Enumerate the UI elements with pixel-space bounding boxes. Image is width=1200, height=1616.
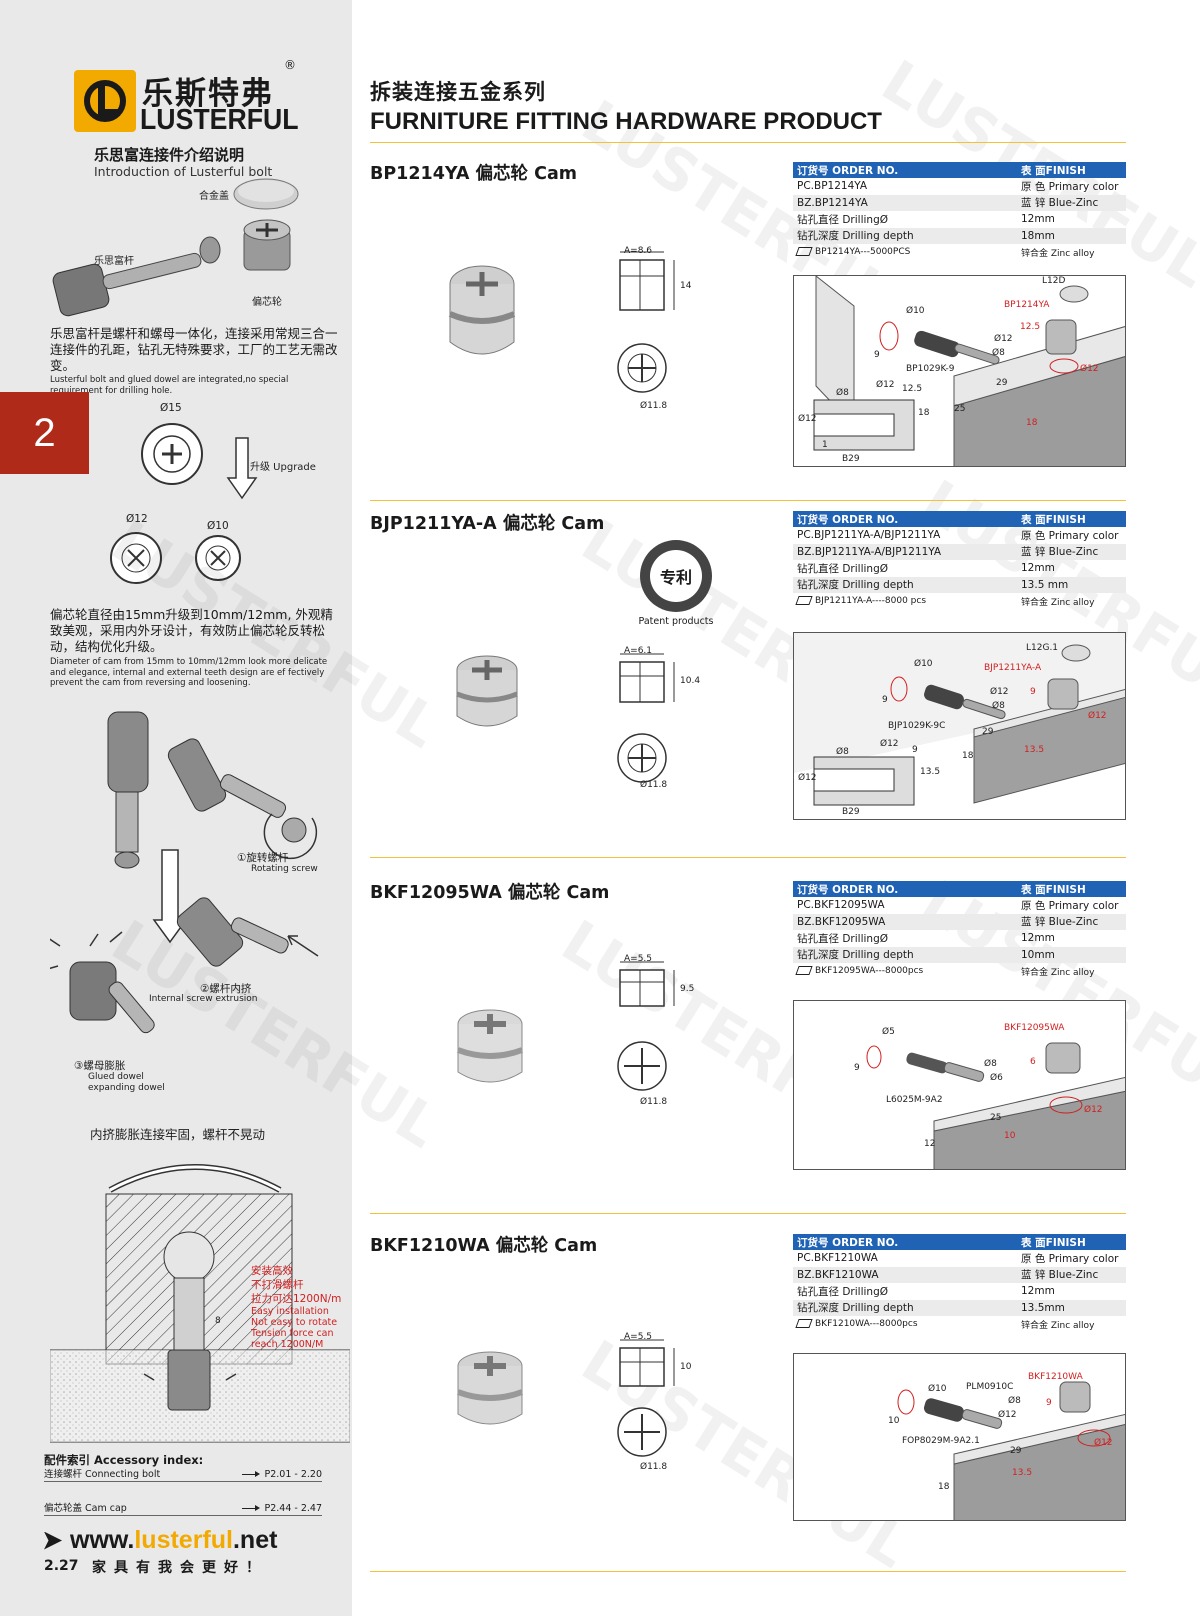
accessory-index-title: 配件索引 Accessory index: [44,1453,204,1467]
logo-icon [74,70,136,132]
patent-seal-icon: 专利 [640,540,712,612]
page-title-en: FURNITURE FITTING HARDWARE PRODUCT [370,108,882,135]
divider [370,1571,1126,1572]
step1-label-cn: ①旋转螺杆 [237,852,289,864]
website-link[interactable]: www.lusterful.net [44,1526,277,1555]
cam-dimension-drawing [617,653,675,783]
spec-table: 订货号 ORDER NO.表 面FINISH PC.BJP1211YA-A/BJ… [793,511,1126,610]
installation-diagram: L12G.1 BJP1211YA-A Ø10 9 Ø12 Ø8 BJP1029K… [793,632,1126,820]
brand-name-cn: 乐斯特弗 [142,76,274,112]
expansion-cross-section [50,1164,350,1443]
upgrade-label: 升级 Upgrade [250,462,316,473]
step3-label-en2: expanding dowel [88,1083,165,1093]
intro-paragraph-cn: 乐思富杆是螺杆和螺母一体化，连接采用常规三合一连接件的孔距，钻孔无特殊要求，工厂… [50,326,338,373]
slogan: 家具有我会更好！ [92,1560,268,1576]
dim-a: A=6.1 [624,646,653,656]
dim-8: 8 [215,1316,221,1326]
paper-plane-icon [44,1531,62,1550]
cam-photo [456,1009,524,1083]
product-title: BP1214YA 偏芯轮 Cam [370,164,577,184]
dim-a: A=5.5 [624,954,653,964]
dim-diameter: Ø11.8 [640,1462,668,1472]
sidebar: 乐斯特弗 LUSTERFUL ® 乐思富连接件介绍说明 Introduction… [0,0,352,1616]
divider [370,500,1126,501]
label-bolt: 乐思富杆 [94,256,134,267]
label-cam: 偏芯轮 [252,297,282,308]
accessory-item-connecting-bolt[interactable]: 连接螺杆 Connecting bolt P2.01 - 2.20 [44,1466,322,1482]
dim-height: 10 [680,1362,692,1372]
product-title: BKF12095WA 偏芯轮 Cam [370,883,610,903]
accessory-item-cam-cap[interactable]: 偏芯轮盖 Cam cap P2.44 - 2.47 [44,1500,322,1516]
intro-title-en: Introduction of Lusterful bolt [94,164,273,179]
dim-height: 14 [680,281,692,291]
cam-photo [448,265,516,355]
step3-label-en1: Glued dowel [88,1072,144,1082]
step3-label-cn: ③螺母膨胀 [74,1060,126,1072]
product-title: BJP1211YA-A 偏芯轮 Cam [370,514,605,534]
package-icon [795,596,813,606]
product-title: BKF1210WA 偏芯轮 Cam [370,1236,598,1256]
label-cap: 合金盖 [199,191,229,202]
dim-diameter: Ø11.8 [640,401,668,411]
intro-paragraph-en: Lusterful bolt and glued dowel are integ… [50,375,289,396]
installation-diagram: BKF12095WA Ø5 6 Ø6 Ø8 L6025M-9A2 9 Ø12 2… [793,1000,1126,1170]
arrow-right-icon [242,1471,261,1477]
installation-diagram: BKF1210WA PLM0910C Ø10 9 Ø12 Ø8 FOP8029M… [793,1353,1126,1521]
cam-photo [456,655,518,727]
bolt-assembly-illustration [52,178,299,317]
dim-height: 9.5 [680,984,695,994]
arrow-right-icon [242,1505,261,1511]
dim-dia15: Ø15 [160,402,182,414]
package-icon [795,247,813,257]
intro-title-cn: 乐思富连接件介绍说明 [94,146,245,164]
divider [370,857,1126,858]
cam-dimension-drawing [617,251,675,393]
package-icon [795,1319,813,1329]
registered-mark: ® [284,58,296,72]
dim-a: A=5.5 [624,1332,653,1342]
expansion-caption: 内挤膨胀连接牢固，螺杆不晃动 [90,1127,266,1142]
step2-label-en: Internal screw extrusion [149,994,258,1004]
cam-upgrade-diagram [110,423,258,584]
package-icon [795,966,813,976]
chapter-tab: 2 [0,392,89,474]
dim-diameter: Ø11.8 [640,1097,668,1107]
dim-diameter: Ø11.8 [640,780,668,790]
installation-steps-illustration [50,711,319,1034]
divider [370,142,1126,143]
brand-name-en: LUSTERFUL [140,104,299,136]
page-number: 2.27 [44,1558,79,1574]
installation-diagram: L12D BP1214YA Ø10 12.5 Ø12 Ø8 BP1029K-9 … [793,275,1126,467]
upgrade-paragraph-cn: 偏芯轮直径由15mm升级到10mm/12mm, 外观精致美观，采用内外牙设计，有… [50,607,333,654]
dim-height: 10.4 [680,676,701,686]
dim-dia12: Ø12 [126,513,148,525]
step2-label-cn: ②螺杆内挤 [200,983,252,995]
cam-photo [456,1351,524,1425]
dim-dia10: Ø10 [207,520,229,532]
installation-benefits-note: 安装高效 不打滑螺杆 拉力可达1200N/m Easy installation… [251,1265,342,1350]
cam-dimension-drawing [617,1339,675,1457]
dim-a: A=8.6 [624,246,653,256]
upgrade-paragraph-en: Diameter of cam from 15mm to 10mm/12mm l… [50,657,328,688]
page-title-cn: 拆装连接五金系列 [370,80,546,104]
divider [370,1213,1126,1214]
cam-dimension-drawing [617,961,675,1091]
step1-label-en: Rotating screw [251,864,318,874]
patent-badge: 专利 Patent products [636,540,716,627]
